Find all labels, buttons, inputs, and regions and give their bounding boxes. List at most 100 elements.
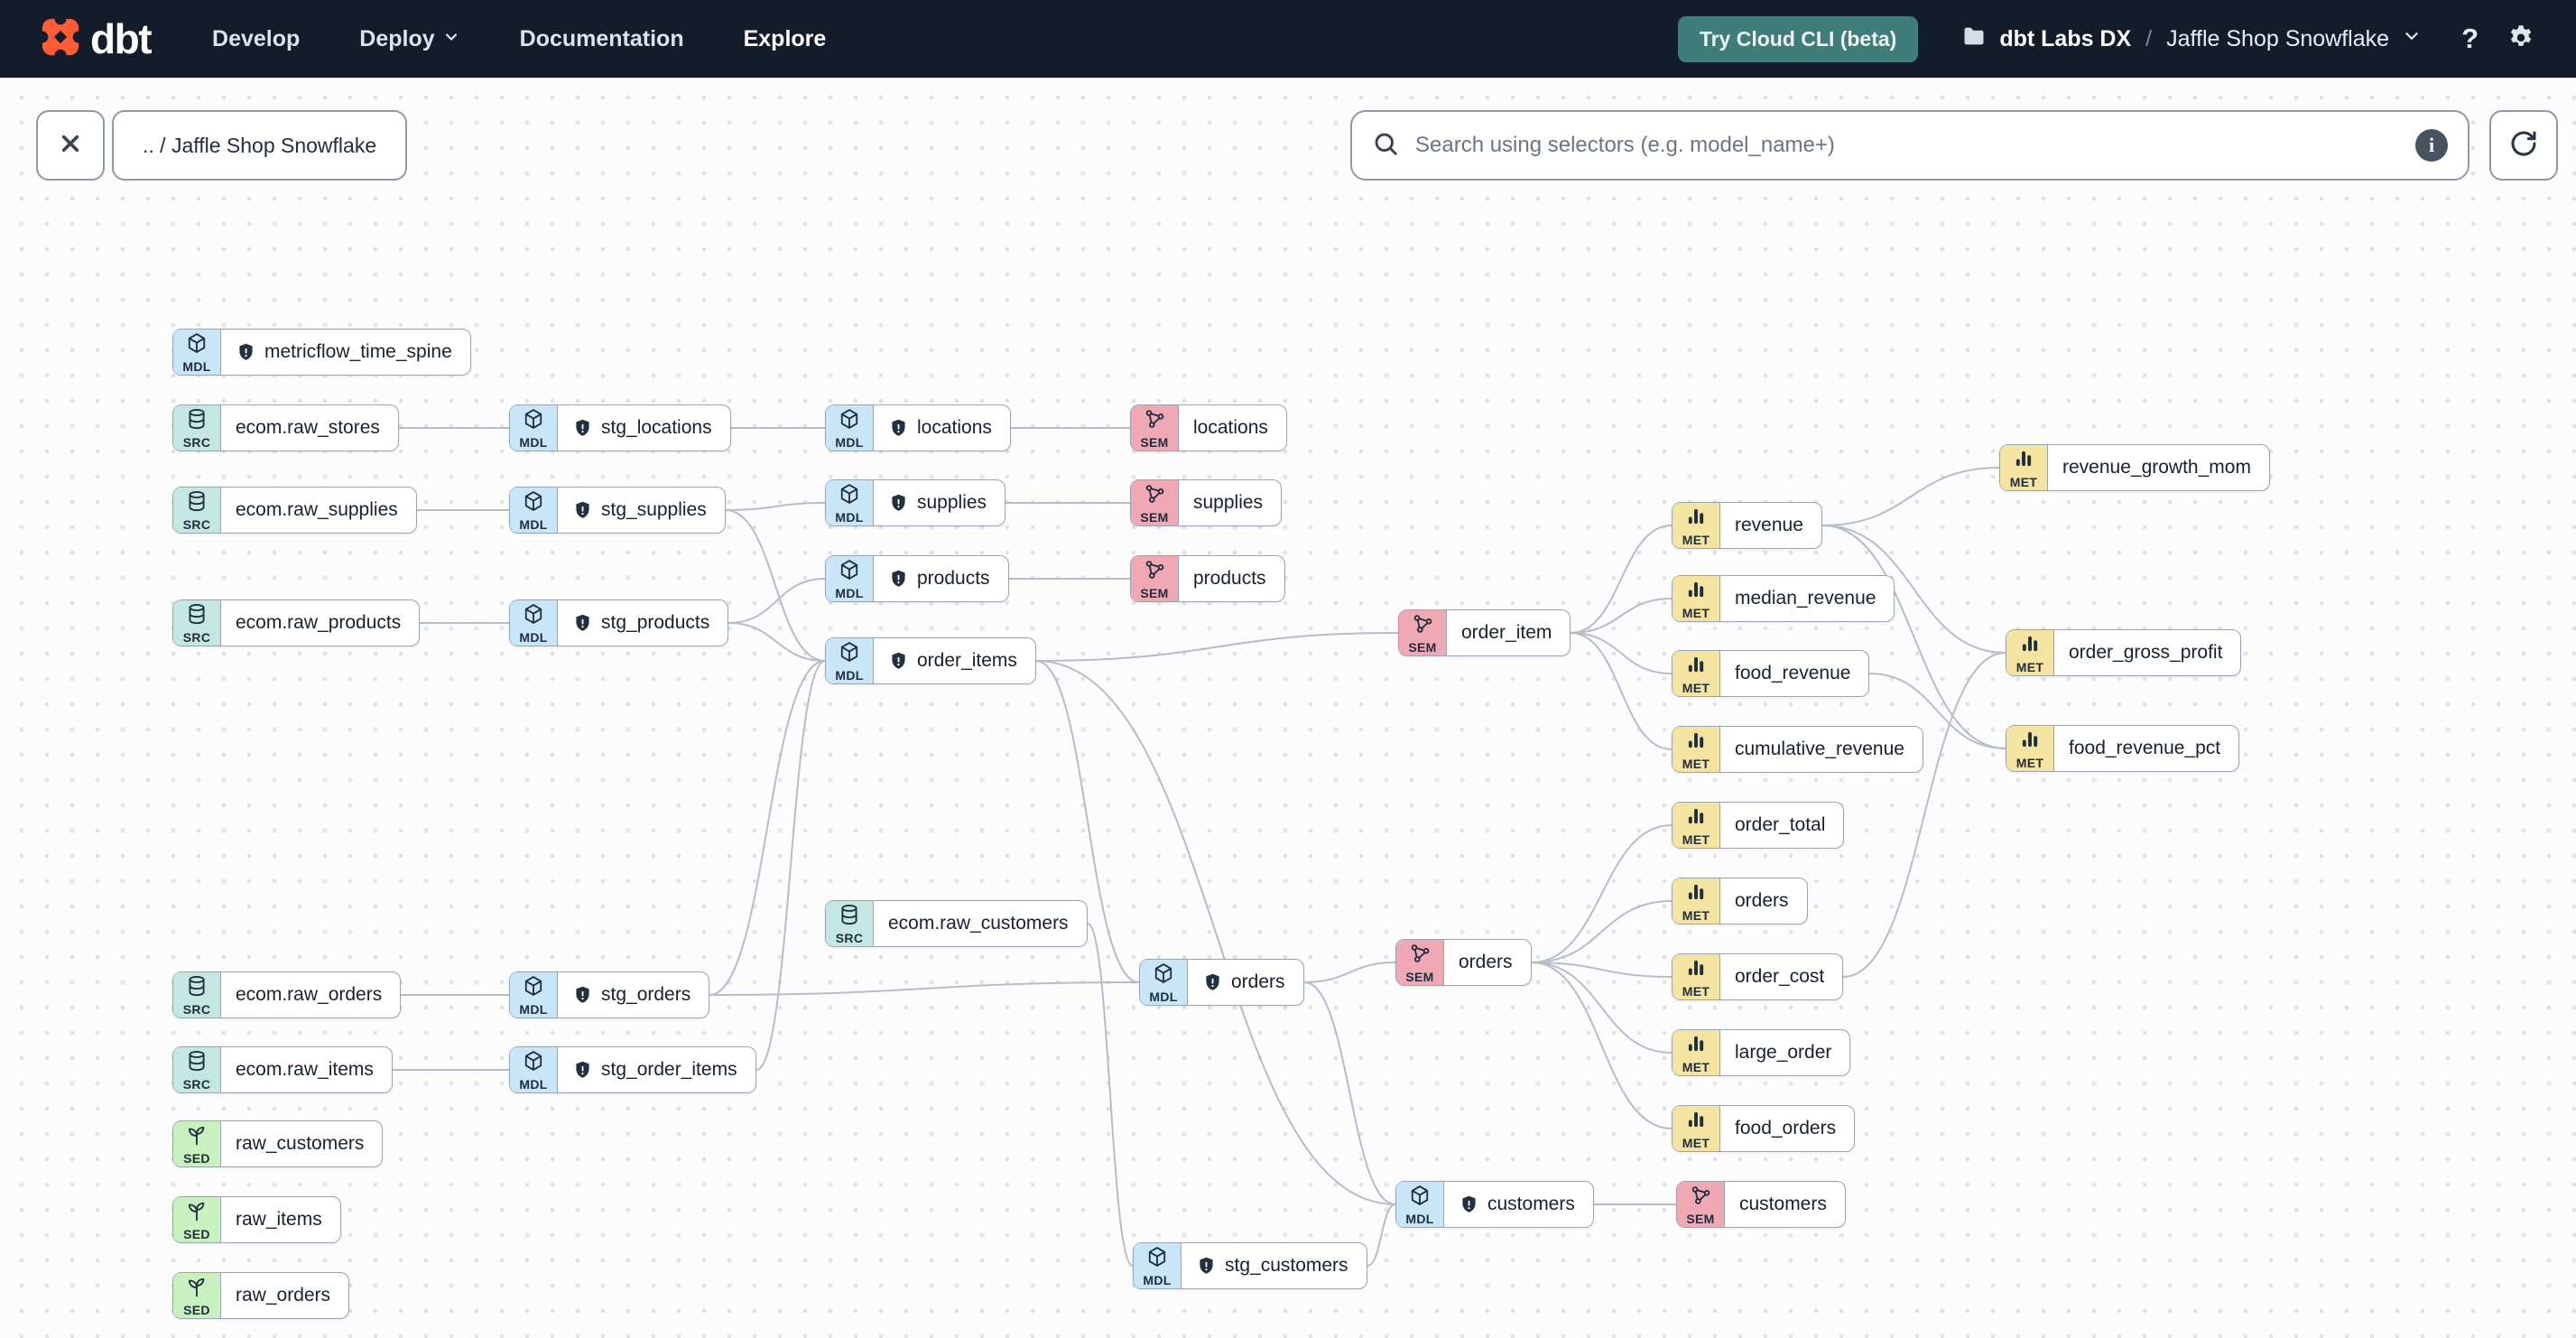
node-label: stg_locations bbox=[601, 417, 712, 438]
met-icon bbox=[1684, 1032, 1708, 1060]
node-body: food_orders bbox=[1720, 1106, 1854, 1151]
node-type-badge: MDL bbox=[826, 556, 874, 601]
graph-node-metricflow_time_spine[interactable]: MDL metricflow_time_spine bbox=[172, 329, 471, 376]
node-body: large_order bbox=[1720, 1030, 1849, 1075]
node-label: raw_customers bbox=[236, 1133, 365, 1154]
met-icon bbox=[1684, 653, 1708, 681]
node-label: order_total bbox=[1735, 814, 1826, 835]
lineage-edge bbox=[1531, 900, 1673, 963]
node-type-label: MDL bbox=[1405, 1212, 1434, 1226]
graph-node-order_total[interactable]: MET order_total bbox=[1672, 802, 1845, 849]
node-label: supplies bbox=[917, 492, 987, 513]
met-icon bbox=[1684, 880, 1708, 908]
node-type-label: MDL bbox=[1143, 1273, 1172, 1287]
node-type-badge: MET bbox=[2006, 630, 2054, 675]
node-body: cumulative_revenue bbox=[1720, 727, 1923, 772]
gear-icon[interactable] bbox=[2506, 22, 2536, 57]
node-type-badge: MET bbox=[1673, 651, 1720, 696]
node-type-label: MET bbox=[1682, 908, 1710, 923]
mdl-icon bbox=[838, 558, 861, 586]
node-label: revenue bbox=[1735, 515, 1803, 535]
node-type-badge: SRC bbox=[173, 488, 221, 533]
met-icon bbox=[1684, 578, 1708, 606]
refresh-button[interactable] bbox=[2489, 110, 2558, 181]
src-icon bbox=[185, 489, 208, 517]
node-label: metricflow_time_spine bbox=[264, 341, 452, 362]
dbt-logo[interactable]: dbt bbox=[36, 12, 153, 62]
node-label: raw_items bbox=[236, 1209, 322, 1230]
node-body: revenue bbox=[1720, 503, 1821, 548]
info-icon[interactable]: i bbox=[2415, 129, 2448, 162]
node-label: raw_orders bbox=[236, 1285, 331, 1305]
nav-item-documentation[interactable]: Documentation bbox=[519, 25, 684, 51]
node-label: ecom.raw_customers bbox=[888, 913, 1069, 934]
node-label: median_revenue bbox=[1735, 588, 1876, 609]
try-cloud-cli-button[interactable]: Try Cloud CLI (beta) bbox=[1677, 15, 1919, 62]
nav-item-develop[interactable]: Develop bbox=[212, 25, 301, 51]
src-icon bbox=[185, 602, 208, 630]
node-body: locations bbox=[874, 405, 1010, 451]
selector-search-input[interactable] bbox=[1413, 132, 2401, 159]
mdl-icon bbox=[185, 331, 208, 359]
mdl-icon bbox=[1408, 1184, 1432, 1212]
node-type-badge: MET bbox=[1673, 954, 1720, 999]
sem-icon bbox=[1143, 407, 1166, 435]
nav-item-explore[interactable]: Explore bbox=[743, 25, 827, 51]
node-type-label: MET bbox=[2015, 660, 2044, 674]
node-body: ecom.raw_products bbox=[221, 600, 419, 646]
node-type-badge: MDL bbox=[173, 330, 221, 375]
node-type-badge: MET bbox=[1673, 803, 1720, 848]
lineage-edge bbox=[709, 660, 826, 996]
project-breadcrumb[interactable]: dbt Labs DX / Jaffle Shop Snowflake bbox=[1961, 23, 2422, 55]
lineage-breadcrumb[interactable]: .. / Jaffle Shop Snowflake bbox=[112, 110, 408, 181]
node-type-badge: SEM bbox=[1399, 610, 1447, 655]
node-type-label: MDL bbox=[519, 630, 548, 645]
help-icon[interactable]: ? bbox=[2461, 23, 2479, 54]
lineage-edge bbox=[1035, 660, 1396, 1205]
nav-item-deploy[interactable]: Deploy bbox=[359, 26, 459, 52]
contract-shield-icon bbox=[888, 493, 909, 514]
node-type-badge: SED bbox=[173, 1197, 221, 1242]
contract-shield-icon bbox=[1202, 972, 1223, 993]
close-lineage-button[interactable] bbox=[36, 110, 105, 181]
graph-node-raw_items_sed[interactable]: SED raw_items bbox=[172, 1196, 341, 1243]
